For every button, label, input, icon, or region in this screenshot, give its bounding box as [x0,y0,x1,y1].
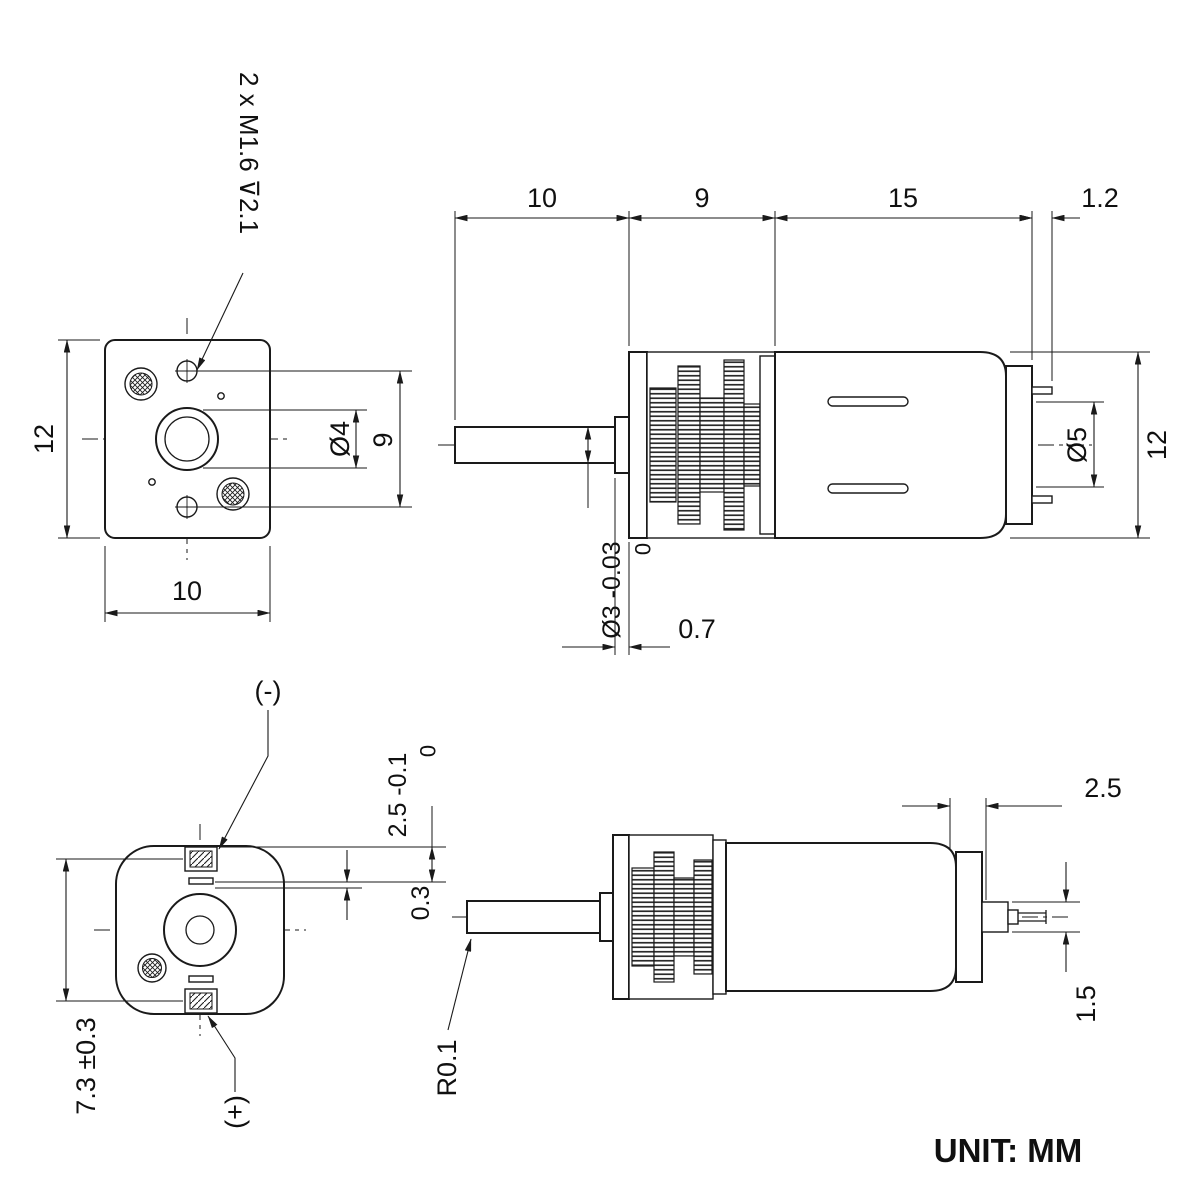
gear [693,859,713,975]
front-view: 12 10 Ø4 9 2 x M1.6 ⊽2.1 [29,72,412,622]
knurled-screw-bottom-right [216,477,250,511]
dim-end-boss-diameter-label: Ø5 [1062,427,1092,463]
rear-view: (-) (+) 7.3 ±0.3 2.5 -0.1 0 0.3 [56,676,446,1129]
dim-shaft-fillet: R0.1 [432,938,472,1097]
motor-body [774,351,1007,539]
rear-shaft-circle [185,915,215,945]
rear-boss-circle [163,893,237,967]
gear-cluster [631,851,713,983]
dim-shaft-diameter-label: Ø3 -0.03 [598,541,626,638]
end-cap [955,851,983,983]
terminal-positive [184,975,218,1014]
terminal-contact [189,992,213,1010]
gearbox-spacer [759,355,776,535]
dim-gearbox-length-label: 9 [694,183,709,213]
leader-line [196,272,244,371]
dim-bore-diameter: Ø4 [203,409,367,469]
leader-line [207,1015,236,1092]
mount-hole-bottom [175,495,199,519]
terminal-side [981,901,1047,933]
negative-label: (-) [255,676,282,706]
knurled-screw-top-left [124,367,158,401]
dim-row-top: 10 9 15 1.2 [454,183,1119,420]
terminal-tab-lower [1031,495,1053,504]
dim-terminal-height: 1.5 [1012,862,1101,1023]
dim-slot-width-upper-tol: 0 [416,745,441,757]
dim-front-height: 12 [29,339,100,539]
terminal-tab [1007,909,1019,925]
shaft-boss [614,416,630,474]
terminal-negative [184,846,218,885]
terminal-block [981,901,1009,933]
dim-shaft-diameter: Ø3 -0.03 0 [584,426,656,639]
dim-slot-width-label: 2.5 -0.1 [384,753,412,838]
dim-shaft-diameter-upper-tol: 0 [631,543,656,555]
gearbox-faceplate [612,834,630,1000]
screw-head-knurl [221,482,245,506]
dim-terminal-spacing-label: 7.3 ±0.3 [71,1017,101,1114]
screw-head-knurl [142,958,162,978]
terminal-slot [188,975,214,983]
gear [677,365,701,525]
pin-hole-1 [217,392,225,400]
dim-pinion-boss-width: 0.7 [562,478,716,655]
dim-terminal-spacing: 7.3 ±0.3 [56,858,183,1115]
knurled-screw-rear [137,953,167,983]
end-cap [1005,365,1033,525]
dim-terminal-height-label: 1.5 [1071,985,1101,1023]
dim-terminal-setback-label: 2.5 [1084,773,1122,803]
dim-front-width: 10 [104,546,271,622]
dim-slot-width: 2.5 -0.1 0 [215,745,446,883]
output-bore-circle [164,416,210,462]
dim-body-diameter: 12 [1010,351,1172,539]
gear [653,851,675,983]
vent-slot-upper [827,396,909,407]
dim-hole-spacing: 9 [198,370,412,508]
dim-shaft-fillet-label: R0.1 [432,1039,462,1096]
positive-label: (+) [220,1095,250,1129]
dim-end-boss-diameter: Ø5 [1036,401,1104,488]
dim-slot-depth: 0.3 [215,850,435,920]
dim-slot-depth-label: 0.3 [407,886,435,921]
side-view-bottom: 2.5 1.5 R0.1 [432,773,1122,1097]
pin-hole-2 [148,478,156,486]
dim-motor-length-label: 15 [888,183,918,213]
unit-note: UNIT: MM [934,1132,1082,1169]
mount-hole-top [175,359,199,383]
dim-front-height-label: 12 [29,424,59,454]
gear [649,387,677,503]
output-shaft [454,426,616,464]
dim-front-width-label: 10 [172,576,202,606]
thread-callout: 2 x M1.6 ⊽2.1 [196,72,264,371]
label-negative-terminal: (-) [218,676,282,850]
thread-callout-label: 2 x M1.6 ⊽2.1 [234,72,264,234]
gear-cluster [649,359,761,531]
leader-line [447,938,472,1031]
gear [631,867,655,967]
terminal-contact [189,850,213,868]
gear [743,403,761,487]
shaft-boss [599,892,614,942]
output-shaft [466,900,601,934]
leader-line [218,710,269,850]
gear [699,397,725,493]
terminal-slot [188,877,214,885]
gearbox-spacer [712,839,727,995]
label-positive-terminal: (+) [207,1015,250,1129]
dim-shaft-length-label: 10 [527,183,557,213]
gear [723,359,745,531]
dim-hole-spacing-label: 9 [368,432,398,447]
dim-pinion-boss-width-label: 0.7 [678,614,716,644]
terminal-tab-upper [1031,386,1053,395]
motor-body [725,842,957,992]
side-view-top: 10 9 15 1.2 12 Ø5 Ø3 -0.03 0 [438,183,1172,655]
gear [673,877,695,957]
vent-slot-lower [827,483,909,494]
screw-head-knurl [129,372,153,396]
dim-bore-diameter-label: Ø4 [325,421,355,457]
dim-body-diameter-label: 12 [1142,430,1172,460]
dim-terminal-length-label: 1.2 [1081,183,1119,213]
gearbox-faceplate [628,351,648,539]
dim-terminal-setback: 2.5 [902,773,1122,900]
